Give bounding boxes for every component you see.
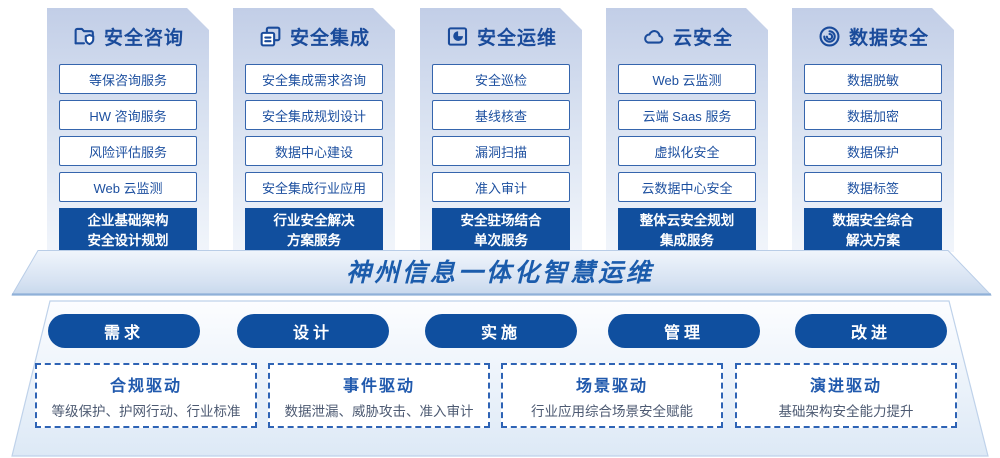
column-items: 安全巡检 基线核查 漏洞扫描 准入审计: [420, 64, 582, 202]
process-pill-design: 设计: [237, 314, 389, 348]
column-highlight: 企业基础架构 安全设计规划: [59, 208, 197, 254]
process-pill-implementation: 实施: [425, 314, 577, 348]
service-item: 安全集成行业应用: [245, 172, 383, 202]
driver-title: 演进驱动: [809, 377, 882, 395]
driver-desc: 基础架构安全能力提升: [778, 403, 914, 419]
highlight-line: 整体云安全规划: [639, 213, 735, 229]
banner-platform-shape: [11, 250, 992, 296]
service-item: 云端 Saas 服务: [618, 100, 756, 130]
process-pill-management: 管理: [608, 314, 760, 348]
column-title: 安全运维: [476, 28, 557, 49]
column-header: 数据安全: [792, 23, 954, 50]
column-items: 等保咨询服务 HW 咨询服务 风险评估服务 Web 云监测: [47, 64, 209, 202]
driver-desc: 等级保护、护网行动、行业标准: [51, 403, 241, 419]
service-item: 安全巡检: [432, 64, 570, 94]
process-pill-requirement: 需求: [48, 314, 200, 348]
service-item: 云数据中心安全: [618, 172, 756, 202]
driver-desc: 行业应用综合场景安全赋能: [531, 403, 693, 419]
column-header: 云安全: [606, 23, 768, 50]
service-item: 数据加密: [804, 100, 942, 130]
driver-title: 合规驱动: [109, 377, 182, 395]
column-highlight: 安全驻场结合 单次服务: [432, 208, 570, 254]
service-item: 漏洞扫描: [432, 136, 570, 166]
column-highlight: 整体云安全规划 集成服务: [618, 208, 756, 254]
service-item: 安全集成需求咨询: [245, 64, 383, 94]
driver-title: 事件驱动: [342, 377, 415, 395]
service-item: HW 咨询服务: [59, 100, 197, 130]
driver-box-compliance: 合规驱动 等级保护、护网行动、行业标准: [35, 363, 257, 428]
service-item: 风险评估服务: [59, 136, 197, 166]
service-item: 数据保护: [804, 136, 942, 166]
highlight-line: 单次服务: [474, 233, 528, 248]
service-item: 数据脱敏: [804, 64, 942, 94]
service-item: 虚拟化安全: [618, 136, 756, 166]
column-header: 安全运维: [420, 23, 582, 50]
service-column-security-integration: 安全集成 安全集成需求咨询 安全集成规划设计 数据中心建设 安全集成行业应用 行…: [233, 8, 395, 252]
service-column-cloud-security: 云安全 Web 云监测 云端 Saas 服务 虚拟化安全 云数据中心安全 整体云…: [606, 8, 768, 252]
highlight-line: 安全驻场结合: [460, 213, 542, 229]
service-item: 安全集成规划设计: [245, 100, 383, 130]
service-item: 数据标签: [804, 172, 942, 202]
driver-title: 场景驱动: [575, 377, 648, 395]
highlight-line: 企业基础架构: [87, 213, 169, 229]
cloud-icon: [641, 24, 666, 49]
highlight-line: 解决方案: [846, 233, 900, 248]
copy-documents-icon: [258, 24, 283, 49]
service-column-data-security: 数据安全 数据脱敏 数据加密 数据保护 数据标签 数据安全综合 解决方案: [792, 8, 954, 252]
column-items: 数据脱敏 数据加密 数据保护 数据标签: [792, 64, 954, 202]
column-title: 安全集成: [289, 28, 370, 49]
column-header: 安全集成: [233, 23, 395, 50]
highlight-line: 集成服务: [660, 233, 714, 248]
highlight-line: 安全设计规划: [87, 233, 169, 248]
folder-pie-icon: [445, 24, 470, 49]
highlight-line: 行业安全解决: [273, 213, 355, 229]
driver-desc: 数据泄漏、威胁攻击、准入审计: [284, 403, 474, 419]
column-items: Web 云监测 云端 Saas 服务 虚拟化安全 云数据中心安全: [606, 64, 768, 202]
service-item: 准入审计: [432, 172, 570, 202]
driver-box-evolution: 演进驱动 基础架构安全能力提升: [735, 363, 957, 428]
service-item: 基线核查: [432, 100, 570, 130]
column-title: 安全咨询: [103, 28, 184, 49]
banner-title: 神州信息一体化智慧运维: [345, 259, 654, 287]
driver-box-incident: 事件驱动 数据泄漏、威胁攻击、准入审计: [268, 363, 490, 428]
service-column-security-consulting: 安全咨询 等保咨询服务 HW 咨询服务 风险评估服务 Web 云监测 企业基础架…: [47, 8, 209, 252]
service-item: 数据中心建设: [245, 136, 383, 166]
fingerprint-icon: [817, 24, 842, 49]
column-highlight: 数据安全综合 解决方案: [804, 208, 942, 254]
driver-box-scenario: 场景驱动 行业应用综合场景安全赋能: [501, 363, 723, 428]
highlight-line: 数据安全综合: [832, 213, 914, 229]
process-pill-improvement: 改进: [795, 314, 947, 348]
service-column-security-operations: 安全运维 安全巡检 基线核查 漏洞扫描 准入审计 安全驻场结合 单次服务: [420, 8, 582, 252]
highlight-line: 方案服务: [287, 233, 341, 248]
column-items: 安全集成需求咨询 安全集成规划设计 数据中心建设 安全集成行业应用: [233, 64, 395, 202]
column-highlight: 行业安全解决 方案服务: [245, 208, 383, 254]
service-item: Web 云监测: [59, 172, 197, 202]
column-title: 数据安全: [848, 28, 929, 49]
service-item: Web 云监测: [618, 64, 756, 94]
folder-shield-icon: [72, 24, 97, 49]
column-title: 云安全: [672, 28, 733, 49]
service-item: 等保咨询服务: [59, 64, 197, 94]
column-header: 安全咨询: [47, 23, 209, 50]
